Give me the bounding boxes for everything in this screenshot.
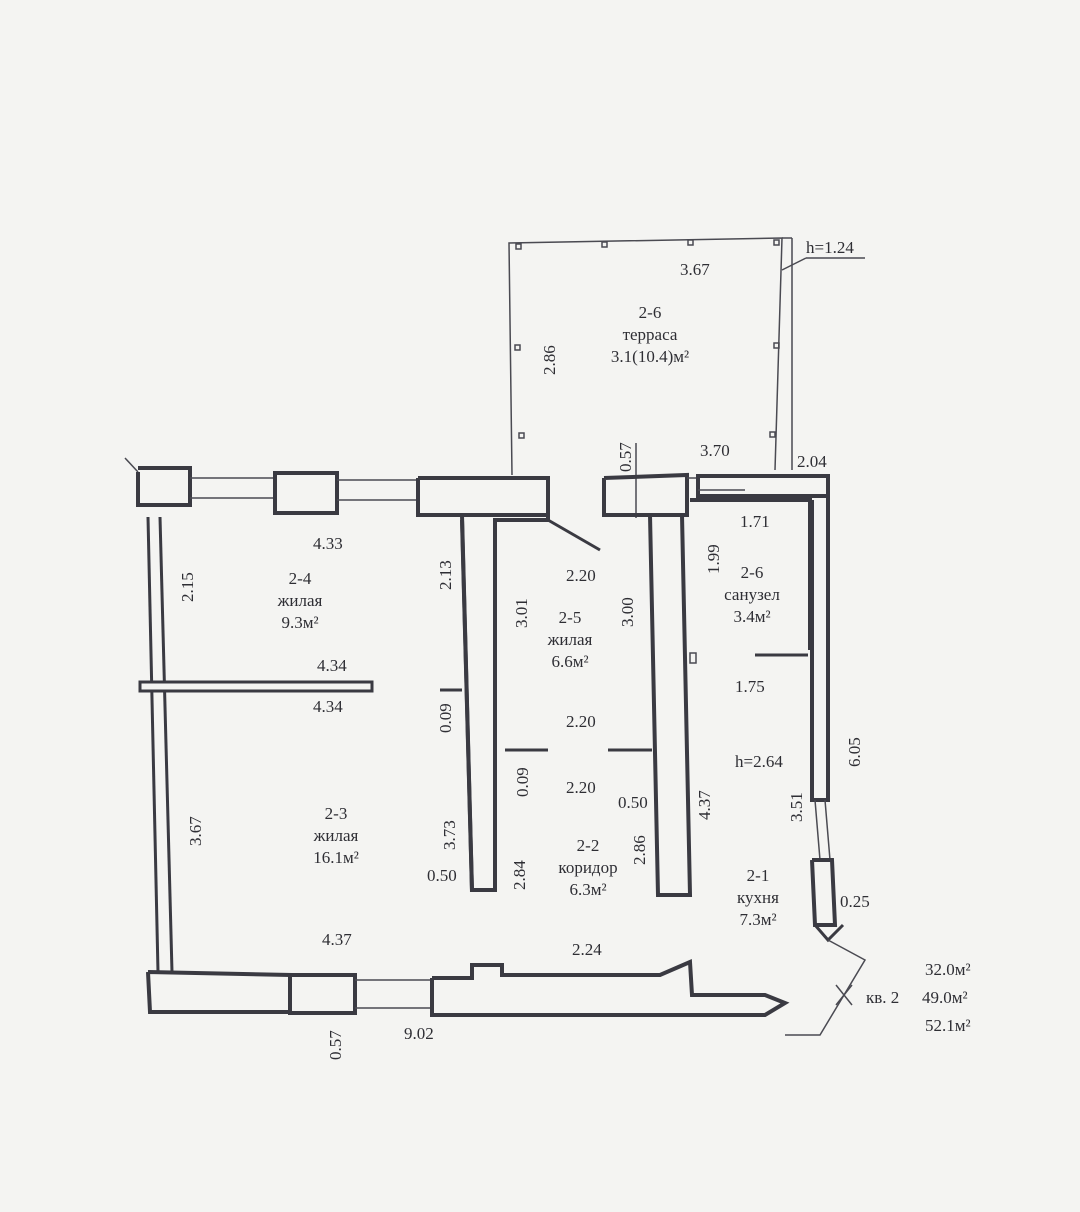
room-24-name: жилая [277, 591, 323, 610]
room-living-25: 2-5 жилая 6.6м² [548, 607, 593, 673]
dim-434-b: 4.34 [313, 697, 343, 716]
dim-284: 2.84 [510, 860, 529, 890]
dim-175: 1.75 [735, 677, 765, 696]
partition-24-23 [138, 680, 374, 693]
room-24-id: 2-4 [288, 569, 312, 588]
dim-367: 3.67 [186, 816, 205, 846]
dim-437-v: 4.37 [695, 790, 714, 820]
dim-437-h: 4.37 [322, 930, 352, 949]
dim-050-a: 0.50 [618, 793, 648, 812]
room-22-id: 2-2 [576, 836, 600, 855]
ceiling-height: h=2.64 [735, 752, 783, 771]
dim-204: 2.04 [797, 452, 827, 471]
area-total-3: 52.1м² [925, 1016, 971, 1035]
terrace-outline [508, 237, 865, 518]
room-bathroom: 2-6 санузел 3.4м² [724, 562, 780, 628]
room-21-id: 2-1 [746, 866, 770, 885]
dim-301: 3.01 [512, 598, 531, 628]
terrace-height-mark: h=1.24 [806, 238, 854, 257]
room-22-name: коридор [558, 858, 618, 877]
room-25-id: 2-5 [558, 608, 582, 627]
dim-224: 2.24 [572, 940, 602, 959]
room-terrace-name: терраса [622, 325, 678, 344]
top-wall [124, 457, 830, 517]
room-kitchen: 2-1 кухня 7.3м² [737, 865, 779, 931]
dim-050-b: 0.50 [427, 866, 457, 885]
dim-434-a: 4.34 [317, 656, 347, 675]
room-living-24: 2-4 жилая 9.3м² [278, 568, 323, 634]
room-23-area: 16.1м² [313, 848, 359, 867]
right-wall [785, 476, 867, 1036]
dim-605: 6.05 [845, 737, 864, 767]
dim-286: 2.86 [630, 835, 649, 865]
terrace-depth-dim: 2.86 [540, 345, 559, 375]
room-terrace-id: 2-6 [638, 303, 662, 322]
apartment-label: кв. 2 [866, 988, 900, 1007]
room-24-area: 9.3м² [281, 613, 319, 632]
dim-057-top: 0.57 [616, 442, 635, 472]
room-23-name: жилая [313, 826, 359, 845]
room-25-name: жилая [547, 630, 593, 649]
room-21-name: кухня [737, 888, 779, 907]
left-wall [146, 516, 174, 973]
dim-213: 2.13 [436, 560, 455, 590]
dim-220-a: 2.20 [566, 566, 596, 585]
terrace-width-dim: 3.67 [680, 260, 710, 279]
room-22-area: 6.3м² [569, 880, 607, 899]
dim-215: 2.15 [178, 572, 197, 602]
dim-373: 3.73 [440, 820, 459, 850]
dim-351: 3.51 [787, 792, 806, 822]
bottom-wall [146, 959, 790, 1017]
room-bath-name: санузел [724, 585, 780, 604]
dim-009-a: 0.09 [436, 703, 455, 733]
room-terrace-area: 3.1(10.4)м² [610, 347, 690, 366]
dim-300: 3.00 [618, 597, 637, 627]
room-25-area: 6.6м² [551, 652, 589, 671]
dim-009-b: 0.09 [513, 767, 532, 797]
room-21-area: 7.3м² [739, 910, 777, 929]
dim-220-b: 2.20 [566, 712, 596, 731]
room-living-23: 2-3 жилая 16.1м² [313, 803, 359, 869]
area-total-2: 49.0м² [922, 988, 968, 1007]
partition-right-core [604, 513, 693, 897]
dim-025: 0.25 [840, 892, 870, 911]
partition-left-core [418, 513, 601, 893]
dim-199: 1.99 [704, 544, 723, 574]
room-bath-id: 2-6 [740, 563, 764, 582]
dim-370: 3.70 [700, 441, 730, 460]
dim-433: 4.33 [313, 534, 343, 553]
dim-057-bottom: 0.57 [326, 1030, 345, 1060]
room-terrace: 2-6 терраса 3.1(10.4)м² [611, 302, 689, 368]
room-bath-area: 3.4м² [733, 607, 771, 626]
dim-171: 1.71 [740, 512, 770, 531]
room-23-id: 2-3 [324, 804, 348, 823]
area-total-1: 32.0м² [925, 960, 971, 979]
room-corridor: 2-2 коридор 6.3м² [558, 835, 617, 901]
dim-220-c: 2.20 [566, 778, 596, 797]
dim-902: 9.02 [404, 1024, 434, 1043]
